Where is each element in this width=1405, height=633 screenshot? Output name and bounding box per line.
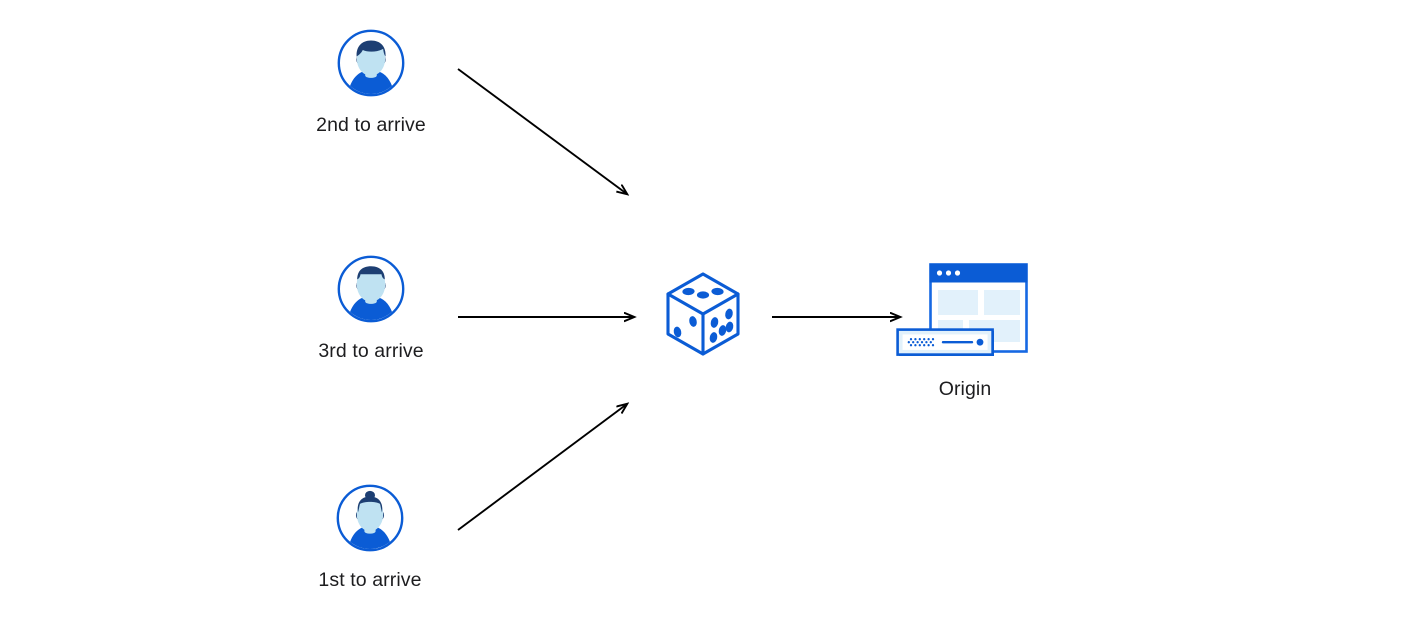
origin-label: Origin — [938, 378, 992, 400]
client-label-2nd: 2nd to arrive — [316, 114, 426, 136]
user-avatar-icon — [337, 29, 405, 97]
user-avatar-icon — [336, 484, 404, 552]
client-label-1st: 1st to arrive — [318, 569, 422, 591]
server-appliance — [896, 328, 994, 356]
dice-icon — [663, 270, 743, 358]
arrow-1st-to-balancer — [457, 404, 627, 531]
user-avatar-icon — [337, 255, 405, 323]
origin-server-icon — [896, 258, 1032, 362]
client-label-3rd: 3rd to arrive — [318, 340, 424, 362]
